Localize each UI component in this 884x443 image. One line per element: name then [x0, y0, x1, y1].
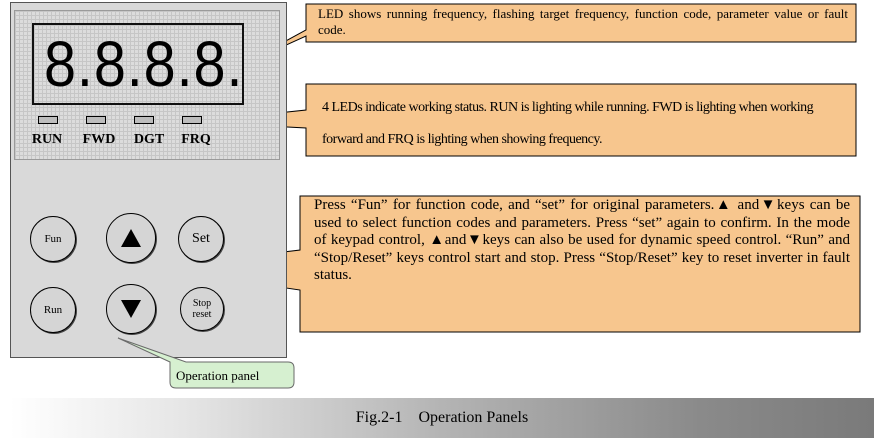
- status-led-fwd: [86, 116, 106, 124]
- led-display-digits: 8.8.8.8.: [44, 28, 244, 100]
- status-led-dgt: [134, 116, 154, 124]
- stop-reset-button[interactable]: Stop reset: [180, 287, 224, 331]
- down-arrow-icon: [121, 300, 141, 318]
- callout-status-leds-text: 4 LEDs indicate working status. RUN is l…: [322, 100, 814, 147]
- status-label-run: RUN: [31, 132, 63, 147]
- run-button-label: Run: [43, 304, 63, 316]
- stop-button-label-line1: Stop: [192, 298, 212, 309]
- status-led-run: [38, 116, 58, 124]
- up-button[interactable]: [106, 213, 156, 263]
- led-display-window: [32, 23, 244, 105]
- set-button-label: Set: [192, 231, 210, 246]
- status-label-fwd: FWD: [82, 132, 116, 147]
- fun-button[interactable]: Fun: [30, 216, 76, 262]
- status-label-dgt: DGT: [133, 132, 165, 147]
- callout-operation-panel-balloon: [117, 337, 295, 389]
- down-button[interactable]: [106, 284, 156, 334]
- status-led-frq: [182, 116, 202, 124]
- figure-caption-bar: Fig.2-1 Operation Panels: [10, 398, 874, 438]
- status-label-frq: FRQ: [181, 132, 211, 147]
- fun-button-label: Fun: [44, 233, 62, 245]
- callout-led-display-balloon: [239, 3, 857, 67]
- callout-keys-text: Press “Fun” for function code, and “set”…: [314, 197, 850, 283]
- figure-caption: Fig.2-1 Operation Panels: [355, 409, 529, 426]
- up-arrow-icon: [121, 229, 141, 247]
- stop-button-label-line2: reset: [192, 309, 212, 320]
- run-button[interactable]: Run: [30, 287, 76, 333]
- callout-led-display-text: LED shows running frequency, flashing ta…: [318, 6, 848, 37]
- set-button[interactable]: Set: [178, 216, 224, 262]
- callout-status-leds-balloon: [191, 83, 857, 157]
- callout-operation-panel-text: Operation panel: [176, 368, 260, 383]
